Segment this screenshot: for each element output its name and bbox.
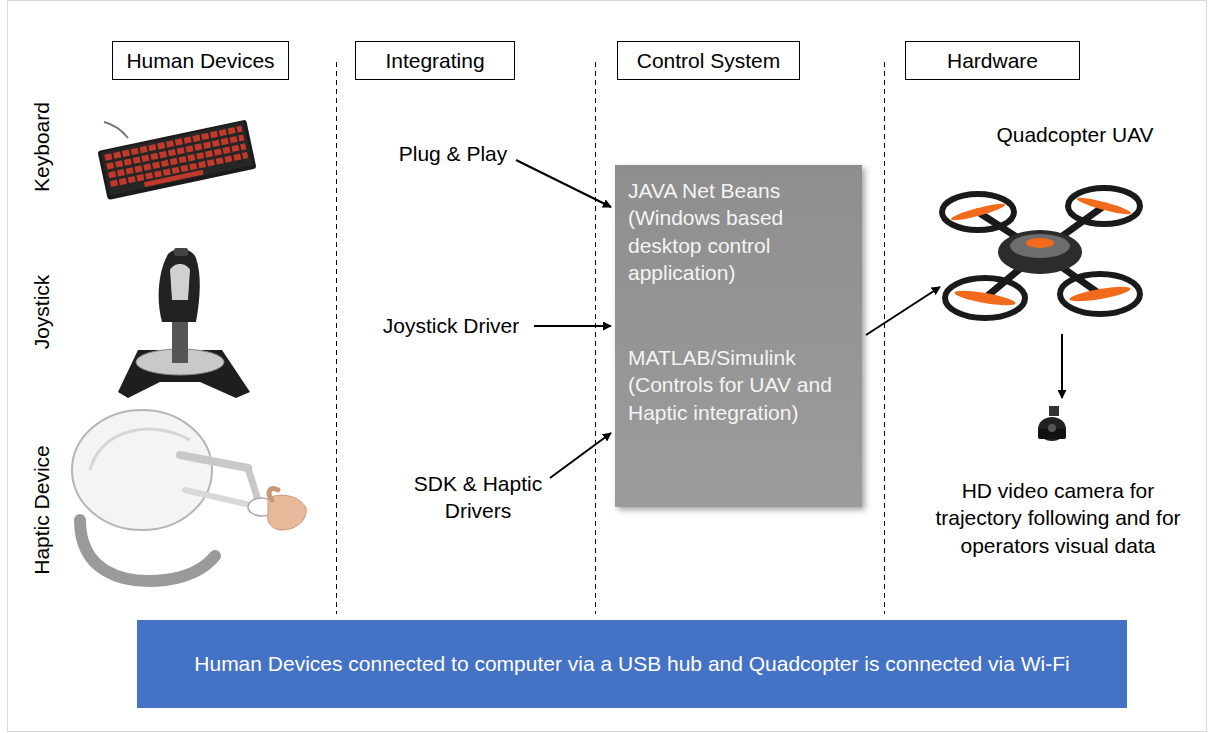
row-label: Keyboard (28, 102, 55, 192)
keyboard-picture (97, 120, 256, 201)
column-dividers (337, 62, 885, 614)
column-header: Integrating (355, 41, 515, 80)
row-label: Haptic Device (28, 445, 55, 575)
frame-border (8, 1, 1207, 732)
node-text: Control System (637, 49, 781, 73)
node-text: Hardware (947, 49, 1038, 73)
connection-note-bar: Human Devices connected to computer via … (137, 620, 1127, 708)
node-text: Integrating (385, 49, 484, 73)
driver-label: Joystick Driver (383, 312, 520, 339)
hardware-label: HD video camera for trajectory following… (928, 477, 1188, 559)
column-header: Control System (617, 41, 800, 80)
column-header: Human Devices (112, 41, 289, 80)
driver-label: Plug & Play (399, 140, 508, 167)
node-text: Human Devices connected to computer via … (194, 650, 1069, 677)
hardware-label: Quadcopter UAV (996, 121, 1153, 148)
haptic-device-picture (72, 410, 306, 581)
node-text: JAVA Net Beans (Windows based desktop co… (628, 177, 850, 286)
row-label: Joystick (28, 275, 55, 350)
quadcopter-picture (942, 188, 1140, 318)
control-system-box: JAVA Net Beans (Windows based desktop co… (615, 165, 862, 507)
column-header: Hardware (905, 41, 1080, 80)
driver-label: SDK & Haptic Drivers (408, 470, 548, 525)
camera-picture (1038, 406, 1066, 441)
node-text: Human Devices (126, 49, 274, 73)
joystick-picture (118, 248, 250, 398)
node-text: MATLAB/Simulink (Controls for UAV and Ha… (628, 344, 850, 426)
